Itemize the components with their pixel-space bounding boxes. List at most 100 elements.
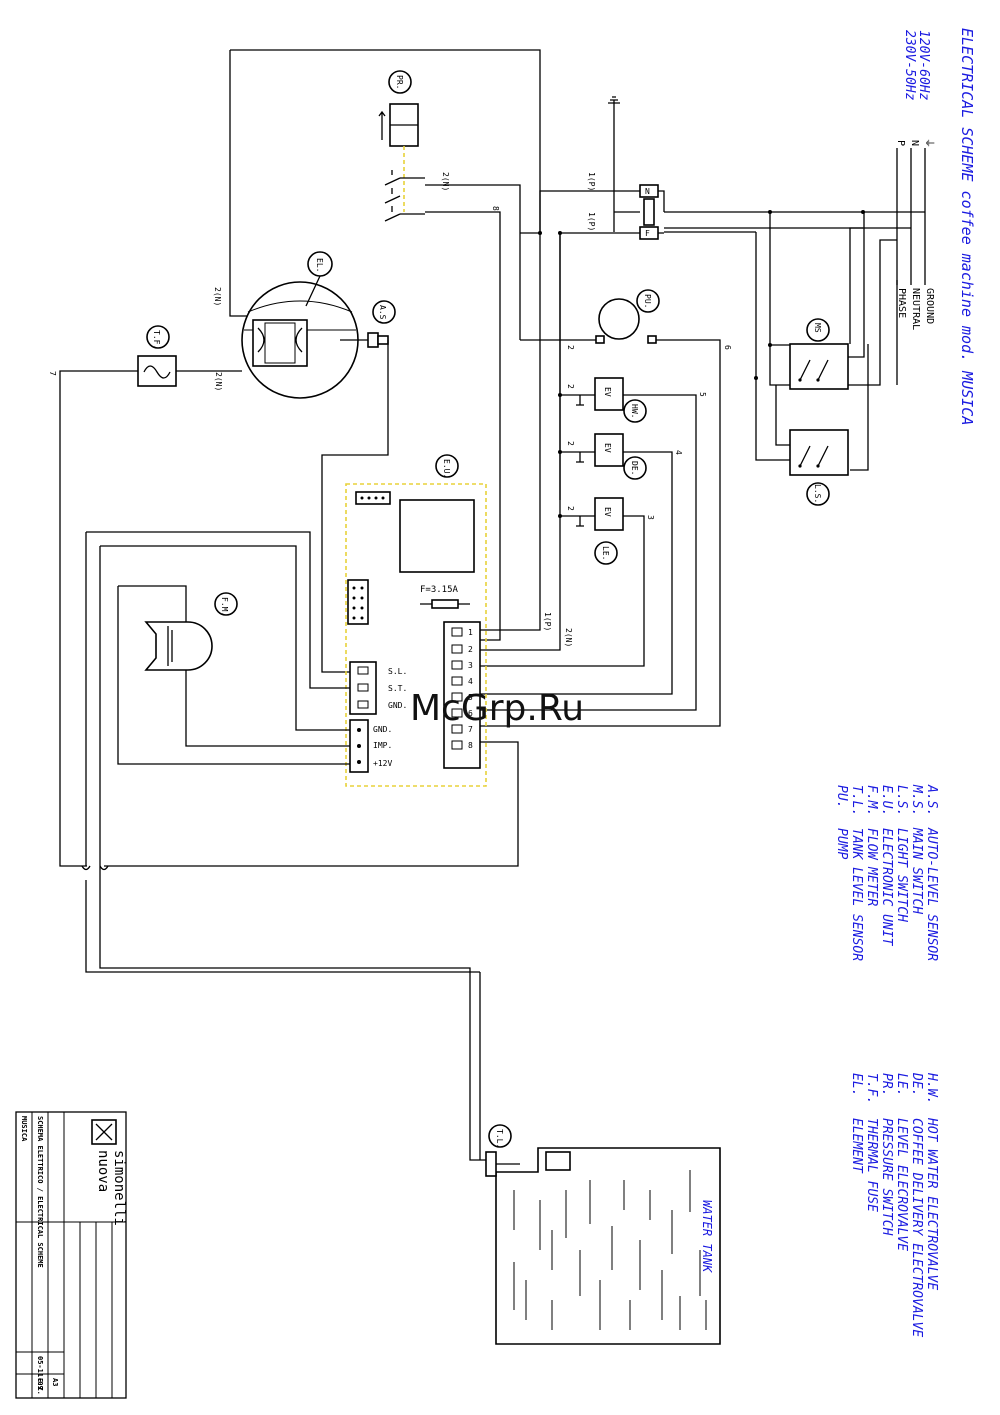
light-switch: L.S. bbox=[789, 429, 849, 506]
voltage-120: 120V-60Hz bbox=[916, 30, 931, 101]
water-tank-label: WATER TANK bbox=[700, 1200, 714, 1273]
ev-label: EV bbox=[603, 387, 612, 397]
wire-label: 2(N) bbox=[214, 372, 223, 391]
as-label: A.S. bbox=[378, 305, 387, 324]
wire-label: 1(P) bbox=[587, 212, 596, 231]
le-label: LE. bbox=[601, 546, 610, 560]
terminal-strip: 1 2 3 4 5 6 7 8 bbox=[451, 627, 473, 750]
wire-label: 2(N) bbox=[564, 628, 573, 647]
tf-label: T.F. bbox=[152, 330, 161, 349]
ev-label: EV bbox=[603, 443, 612, 453]
legend-code: EL. bbox=[849, 1073, 864, 1096]
legend-right: H.W. HOT WATER ELECTROVALVE DE. COFFEE D… bbox=[849, 1072, 939, 1337]
legend-desc: ELEMENT bbox=[849, 1118, 864, 1174]
legend-desc: PRESSURE SWITCH bbox=[879, 1118, 894, 1236]
legend-code: A.S. bbox=[924, 784, 939, 816]
wire-label: 4 bbox=[674, 450, 683, 455]
tl-label: T.L. bbox=[495, 1129, 504, 1148]
wire-label: 8 bbox=[491, 206, 500, 211]
supply-wiring bbox=[664, 148, 926, 471]
electrovalve-de: EV DE. 2 4 bbox=[480, 433, 683, 695]
terminal-n: N bbox=[645, 187, 650, 196]
legend-code: T.F. bbox=[864, 1073, 879, 1104]
electronic-unit: E.U. F=3.15A S.L. S.T. GND. GND. IMP. +1… bbox=[104, 454, 519, 867]
drawing-format: A3 bbox=[51, 1378, 59, 1386]
wire-label: 2(N) bbox=[441, 172, 450, 191]
legend-desc: LIGHT SWITCH bbox=[894, 828, 909, 922]
eu-label: E.U. bbox=[442, 459, 451, 478]
legend-code: PR. bbox=[879, 1073, 894, 1096]
legend-desc: FLOW METER bbox=[864, 828, 879, 906]
pin-label: GND. bbox=[388, 701, 407, 710]
wire-label: 6 bbox=[723, 345, 732, 350]
pin-number: 5 bbox=[468, 693, 473, 702]
thermal-fuse: T.F. 2(N) 7 2(N) bbox=[48, 287, 242, 867]
electrovalve-le: EV LE. 2 3 bbox=[480, 497, 655, 667]
legend-code: E.U. bbox=[879, 785, 894, 816]
legend-code: T.L. bbox=[849, 785, 864, 816]
supply-symbols: ⏚ N P GROUND NEUTRAL PHASE bbox=[895, 138, 935, 330]
drawing-author: E.Z. bbox=[36, 1378, 44, 1395]
pressure-switch: PR. 2(N) 8 bbox=[378, 70, 521, 641]
legend-desc: LEVEL ELECROVALVE bbox=[894, 1118, 909, 1251]
pin-label: GND. bbox=[373, 725, 392, 734]
voltage-230: 230V-50Hz bbox=[902, 30, 917, 101]
legend-desc: ELECTRONIC UNIT bbox=[879, 828, 894, 947]
wire-label: 2 bbox=[566, 441, 575, 446]
pin-number: 8 bbox=[468, 741, 473, 750]
ev-label: EV bbox=[603, 507, 612, 517]
wire-label: 2(N) bbox=[213, 287, 222, 306]
legend-code: F.M. bbox=[864, 785, 879, 816]
pu-label: PU. bbox=[643, 294, 652, 308]
pin-label: S.T. bbox=[388, 684, 407, 693]
legend-desc: COFFEE DELIVERY ELECTROVALVE bbox=[909, 1118, 924, 1337]
phase-symbol: P bbox=[895, 140, 906, 146]
pin-number: 2 bbox=[468, 645, 473, 654]
hw-label: HW. bbox=[630, 404, 639, 418]
supply-bus: 1(P) 1(P) 1(P) 2(N) bbox=[480, 172, 596, 651]
pin-number: 3 bbox=[468, 661, 473, 670]
wire-label: 3 bbox=[646, 515, 655, 520]
auto-level-sensor: A.S. bbox=[321, 300, 396, 673]
watermark: McGrp.Ru bbox=[410, 688, 584, 729]
legend-code: PU. bbox=[834, 785, 849, 808]
company-line1: nuova bbox=[95, 1150, 111, 1192]
legend-desc: TANK LEVEL SENSOR bbox=[849, 828, 864, 961]
el-label: EL. bbox=[315, 258, 324, 272]
flow-meter: F.M. bbox=[81, 531, 486, 1161]
phase-label: PHASE bbox=[896, 288, 907, 318]
ground-label: GROUND bbox=[924, 288, 935, 324]
title-block: nuova simonelli SCHEMA ELETTRICO / ELECT… bbox=[15, 1111, 127, 1399]
legend-code: L.S. bbox=[894, 785, 909, 816]
legend-desc: HOT WATER ELECTROVALVE bbox=[924, 1117, 939, 1290]
water-tank: WATER TANK T.L. bbox=[479, 972, 721, 1345]
wire-label: 2 bbox=[566, 345, 575, 350]
wire-label: 2 bbox=[566, 384, 575, 389]
de-label: DE. bbox=[630, 461, 639, 475]
pr-label: PR. bbox=[395, 75, 404, 89]
legend-code: M.S. bbox=[909, 784, 924, 816]
legend-left: A.S. AUTO-LEVEL SENSOR M.S. MAIN SWITCH … bbox=[834, 784, 939, 961]
model-name: MUSICA bbox=[20, 1116, 28, 1142]
pump: PU. 2 6 bbox=[480, 289, 732, 727]
pin-number: 6 bbox=[468, 709, 473, 718]
ls-label: L.S. bbox=[813, 484, 822, 503]
wire-label: 7 bbox=[48, 371, 57, 376]
wire-label: 1(P) bbox=[587, 172, 596, 191]
fuse-rating: F=3.15A bbox=[420, 585, 459, 595]
drawing-date: 05-11-09 bbox=[36, 1356, 44, 1390]
ground-symbol: ⏚ bbox=[923, 138, 935, 148]
pin-number: 1 bbox=[468, 628, 473, 637]
main-switch: MS bbox=[789, 318, 849, 390]
fm-label: F.M. bbox=[220, 597, 229, 616]
pin-number: 4 bbox=[468, 677, 473, 686]
wire-label: 1(P) bbox=[543, 612, 552, 631]
legend-desc: MAIN SWITCH bbox=[909, 827, 924, 914]
ms-label: MS bbox=[813, 323, 822, 333]
pin-label: +12V bbox=[373, 759, 392, 768]
heating-element: EL. bbox=[229, 49, 541, 399]
wire-label: 5 bbox=[698, 392, 707, 397]
electrovalve-hw: EV HW. 2 5 bbox=[480, 377, 707, 711]
wire-label: 2 bbox=[566, 506, 575, 511]
